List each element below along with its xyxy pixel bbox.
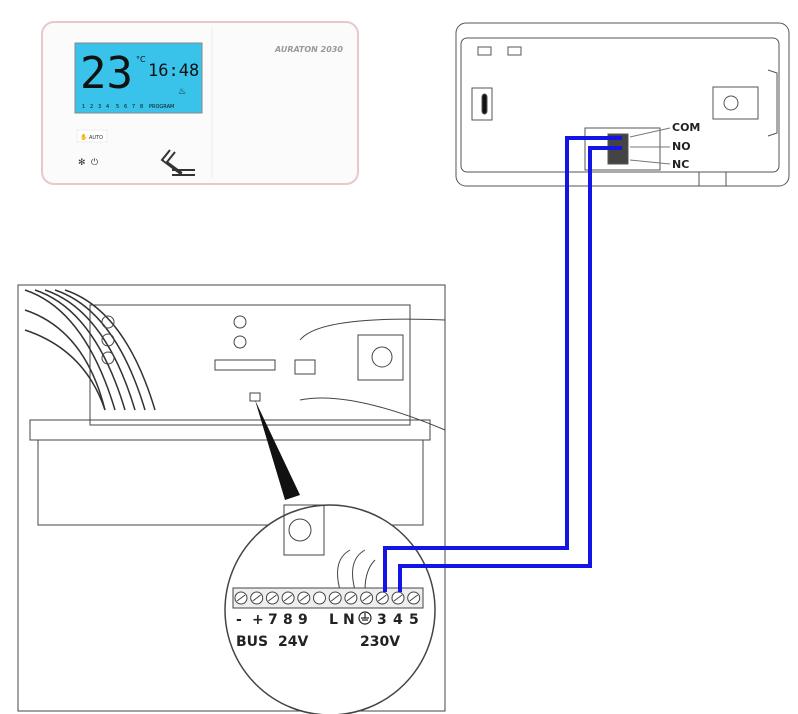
time-readout: 16:48: [148, 61, 199, 81]
brand-logo: [160, 149, 195, 176]
screw-slot: [236, 594, 246, 602]
svg-text:1: 1: [82, 104, 85, 110]
svg-text:5: 5: [116, 104, 119, 110]
wires: [383, 136, 622, 592]
lcd-screen: [74, 42, 203, 114]
flame-icon: ♨: [178, 87, 186, 97]
terminal-magnifier: - + 7 8 9 L N 3 4 5 BUS 24V 230V: [224, 504, 436, 714]
magnifier-pointer: [255, 400, 300, 500]
svg-text:7: 7: [132, 104, 135, 110]
terminal-label: 8: [283, 612, 293, 628]
svg-text:8: 8: [140, 104, 143, 110]
screw-slot: [283, 594, 293, 602]
svg-text:2: 2: [90, 104, 93, 110]
wire-com-to-terminal-3: [383, 136, 622, 592]
program-label: PROGRAM: [149, 104, 174, 110]
svg-text:6: 6: [124, 104, 127, 110]
temperature-readout: 23: [80, 48, 133, 99]
terminal-screws: [234, 591, 421, 605]
temperature-unit: °C: [136, 55, 146, 64]
230v-label: 230V: [360, 634, 400, 650]
terminal-label: 9: [298, 612, 308, 628]
snowflake-icon: ✻: [78, 158, 86, 168]
svg-text:4: 4: [106, 104, 109, 110]
screw-slot: [330, 594, 340, 602]
bus-label: BUS: [236, 634, 268, 650]
screw-slot: [377, 594, 387, 602]
terminal-label: 3: [377, 612, 387, 628]
terminal-screw: [313, 591, 326, 605]
mode-power-button[interactable]: ✻ ⏻: [78, 157, 98, 168]
com-label: COM: [672, 121, 700, 134]
terminal-label: 5: [409, 612, 419, 628]
hand-icon: ✋: [80, 133, 87, 141]
screw-slot: [268, 594, 277, 602]
svg-text:3: 3: [98, 104, 101, 110]
no-label: NO: [672, 140, 691, 153]
screw-slot: [409, 594, 419, 602]
brand-label: AURATON 2030: [274, 45, 343, 54]
wire-no-to-terminal-4: [398, 146, 622, 592]
receiver: [455, 22, 790, 187]
svg-text:AUTO: AUTO: [89, 135, 103, 141]
screw-slot: [252, 594, 262, 602]
nc-label: NC: [672, 158, 689, 171]
power-icon: ⏻: [91, 157, 98, 168]
terminal-label: 4: [393, 612, 403, 628]
screw-slot: [393, 594, 403, 602]
terminal-label: +: [252, 612, 264, 628]
terminal-label: L: [329, 612, 338, 628]
terminal-label: N: [343, 612, 355, 628]
receiver-terminal-labels: COM NO NC: [629, 121, 700, 171]
ground-icon: [358, 611, 372, 625]
screw-slot: [362, 594, 371, 602]
terminal-label: -: [236, 612, 242, 628]
screw-slot: [346, 594, 356, 602]
screw-slot: [299, 594, 309, 602]
terminal-label: 7: [268, 612, 278, 628]
24v-label: 24V: [278, 634, 308, 650]
auto-button[interactable]: ✋ AUTO: [76, 129, 108, 143]
